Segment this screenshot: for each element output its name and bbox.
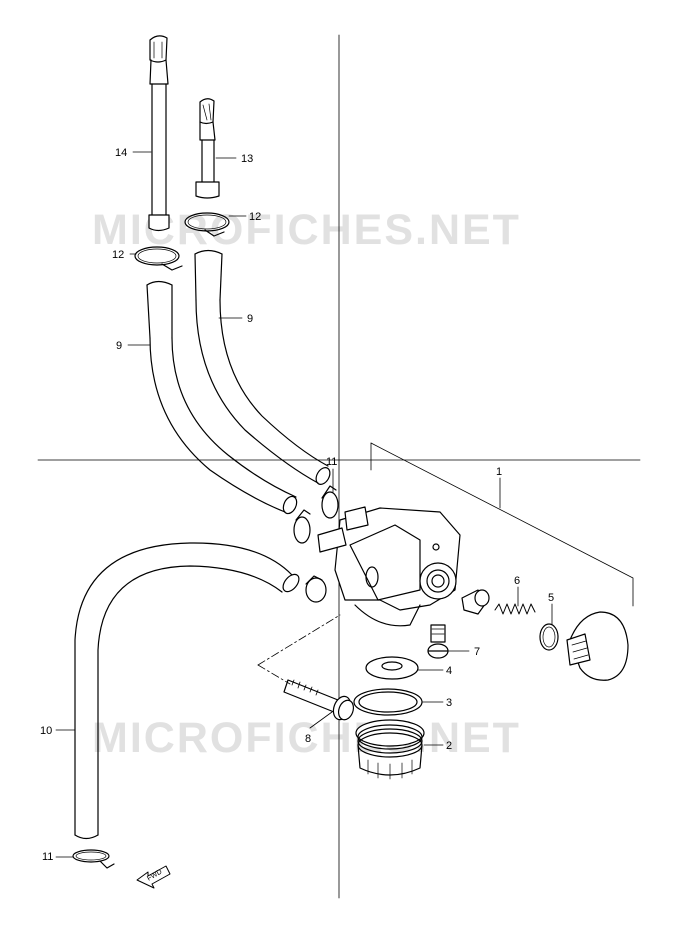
label-part-7: 7 [474,646,481,658]
valve-6 [461,589,536,615]
label-part-13: 13 [241,153,254,165]
label-part-4: 4 [446,665,453,677]
label-part-6: 6 [514,575,521,587]
leader-lines [55,151,634,858]
pipe-14 [148,35,170,232]
clamp-12-left [134,246,183,271]
label-part-10: 10 [40,725,53,737]
label-part-9-left: 9 [116,340,123,352]
hose-9-left [146,280,298,515]
pipe-13 [195,98,220,199]
label-part-9-right: 9 [247,313,254,325]
hose-9-right [194,249,331,485]
washer-4 [365,656,419,680]
fuel-valve-body [317,506,461,627]
label-part-2: 2 [446,740,453,752]
o-ring-5 [539,623,559,651]
filter-cup-2 [355,719,425,780]
clamp-11-mid [305,575,327,603]
clamp-12-right [184,212,230,237]
label-part-5: 5 [548,592,555,604]
label-part-8: 8 [305,733,312,745]
valve-lever [566,611,629,681]
clamp-11-upper [293,485,339,544]
label-part-1: 1 [496,466,503,478]
label-part-12-left: 12 [112,249,125,261]
label-part-11-bottom: 11 [42,851,54,863]
fwd-arrow-icon [136,865,171,889]
label-part-11-top: 11 [326,456,338,468]
gasket-3 [353,688,423,716]
label-part-14: 14 [115,147,128,159]
label-part-12-right: 12 [249,211,262,223]
alignment-lines [257,614,341,685]
screw-7 [427,624,449,659]
label-part-3: 3 [446,697,453,709]
clamp-11-bottom [72,849,115,869]
hose-10 [74,542,300,840]
bolt-8 [283,679,355,721]
